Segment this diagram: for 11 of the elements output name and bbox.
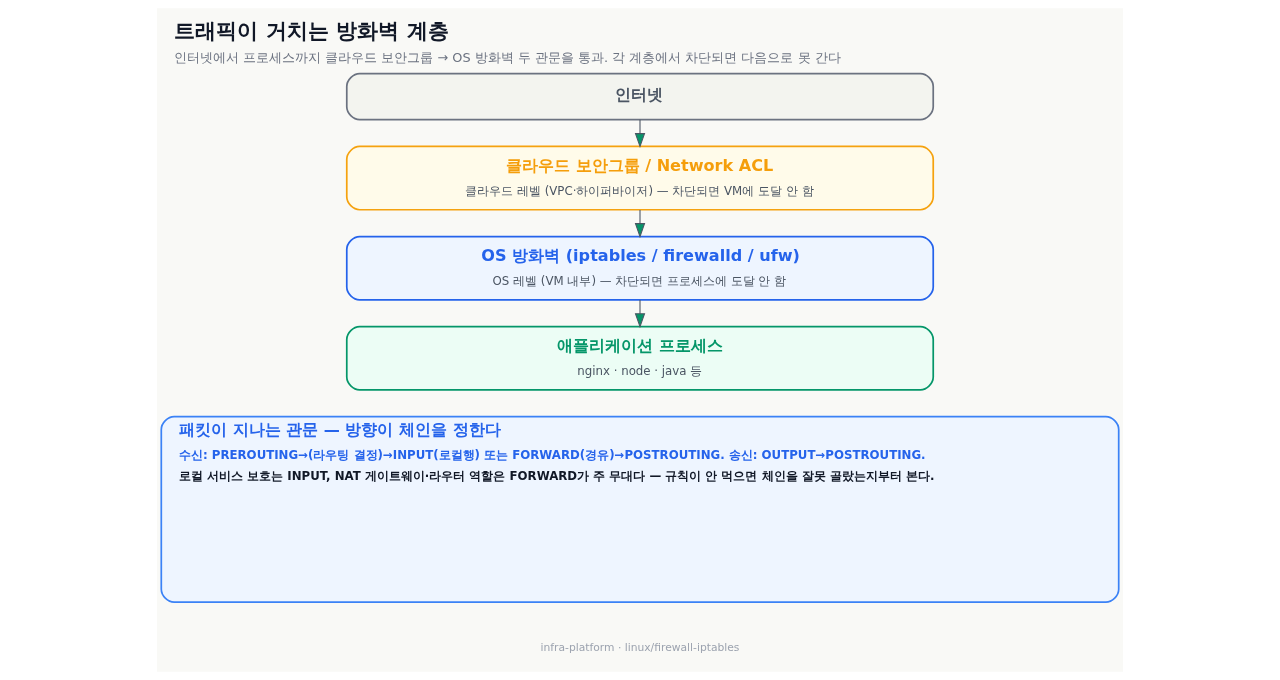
node-box: 클라우드 보안그룹 / Network ACL 클라우드 레벨 (VPC·하이퍼바이저) — 차단되면 VM에 도달 안 함 bbox=[345, 145, 935, 211]
caption: 인터넷에서 프로세스까지 클라우드 보안그룹 → OS 방화벽 두 관문을 통과. 각 계층에서 차단되면 다음으로 못 간다 bbox=[174, 49, 841, 65]
node-box: 패킷이 지나는 관문 — 방향이 체인을 정한다 수신: PREROUTING→(라우팅 결정)→INPUT(로컬행) 또는 FORWARD(경유)→POSTROUTING. 송신: OUTPUT→POSTROUTING. 로컬 서비스 보호는 INPUT, NAT 게이트웨이·라우터 역할은 FORWARD가 주 무대다 — 규칙이 안 먹으면 체인을 잘못 골랐는지부터 본다. bbox=[160, 415, 1120, 603]
node-box: 인터넷 bbox=[345, 72, 935, 121]
label: infra-platform · linux/firewall-iptables bbox=[540, 640, 740, 654]
arrow bbox=[634, 299, 646, 329]
diagram-title: 트래픽이 거치는 방화벽 계층 bbox=[174, 17, 449, 43]
node-box: 애플리케이션 프로세스 nginx · node · java 등 bbox=[345, 325, 935, 391]
node-box: OS 방화벽 (iptables / firewalld / ufw) OS 레벨 (VM 내부) — 차단되면 프로세스에 도달 안 함 bbox=[345, 235, 935, 301]
arrow bbox=[634, 119, 646, 149]
arrow bbox=[634, 209, 646, 239]
